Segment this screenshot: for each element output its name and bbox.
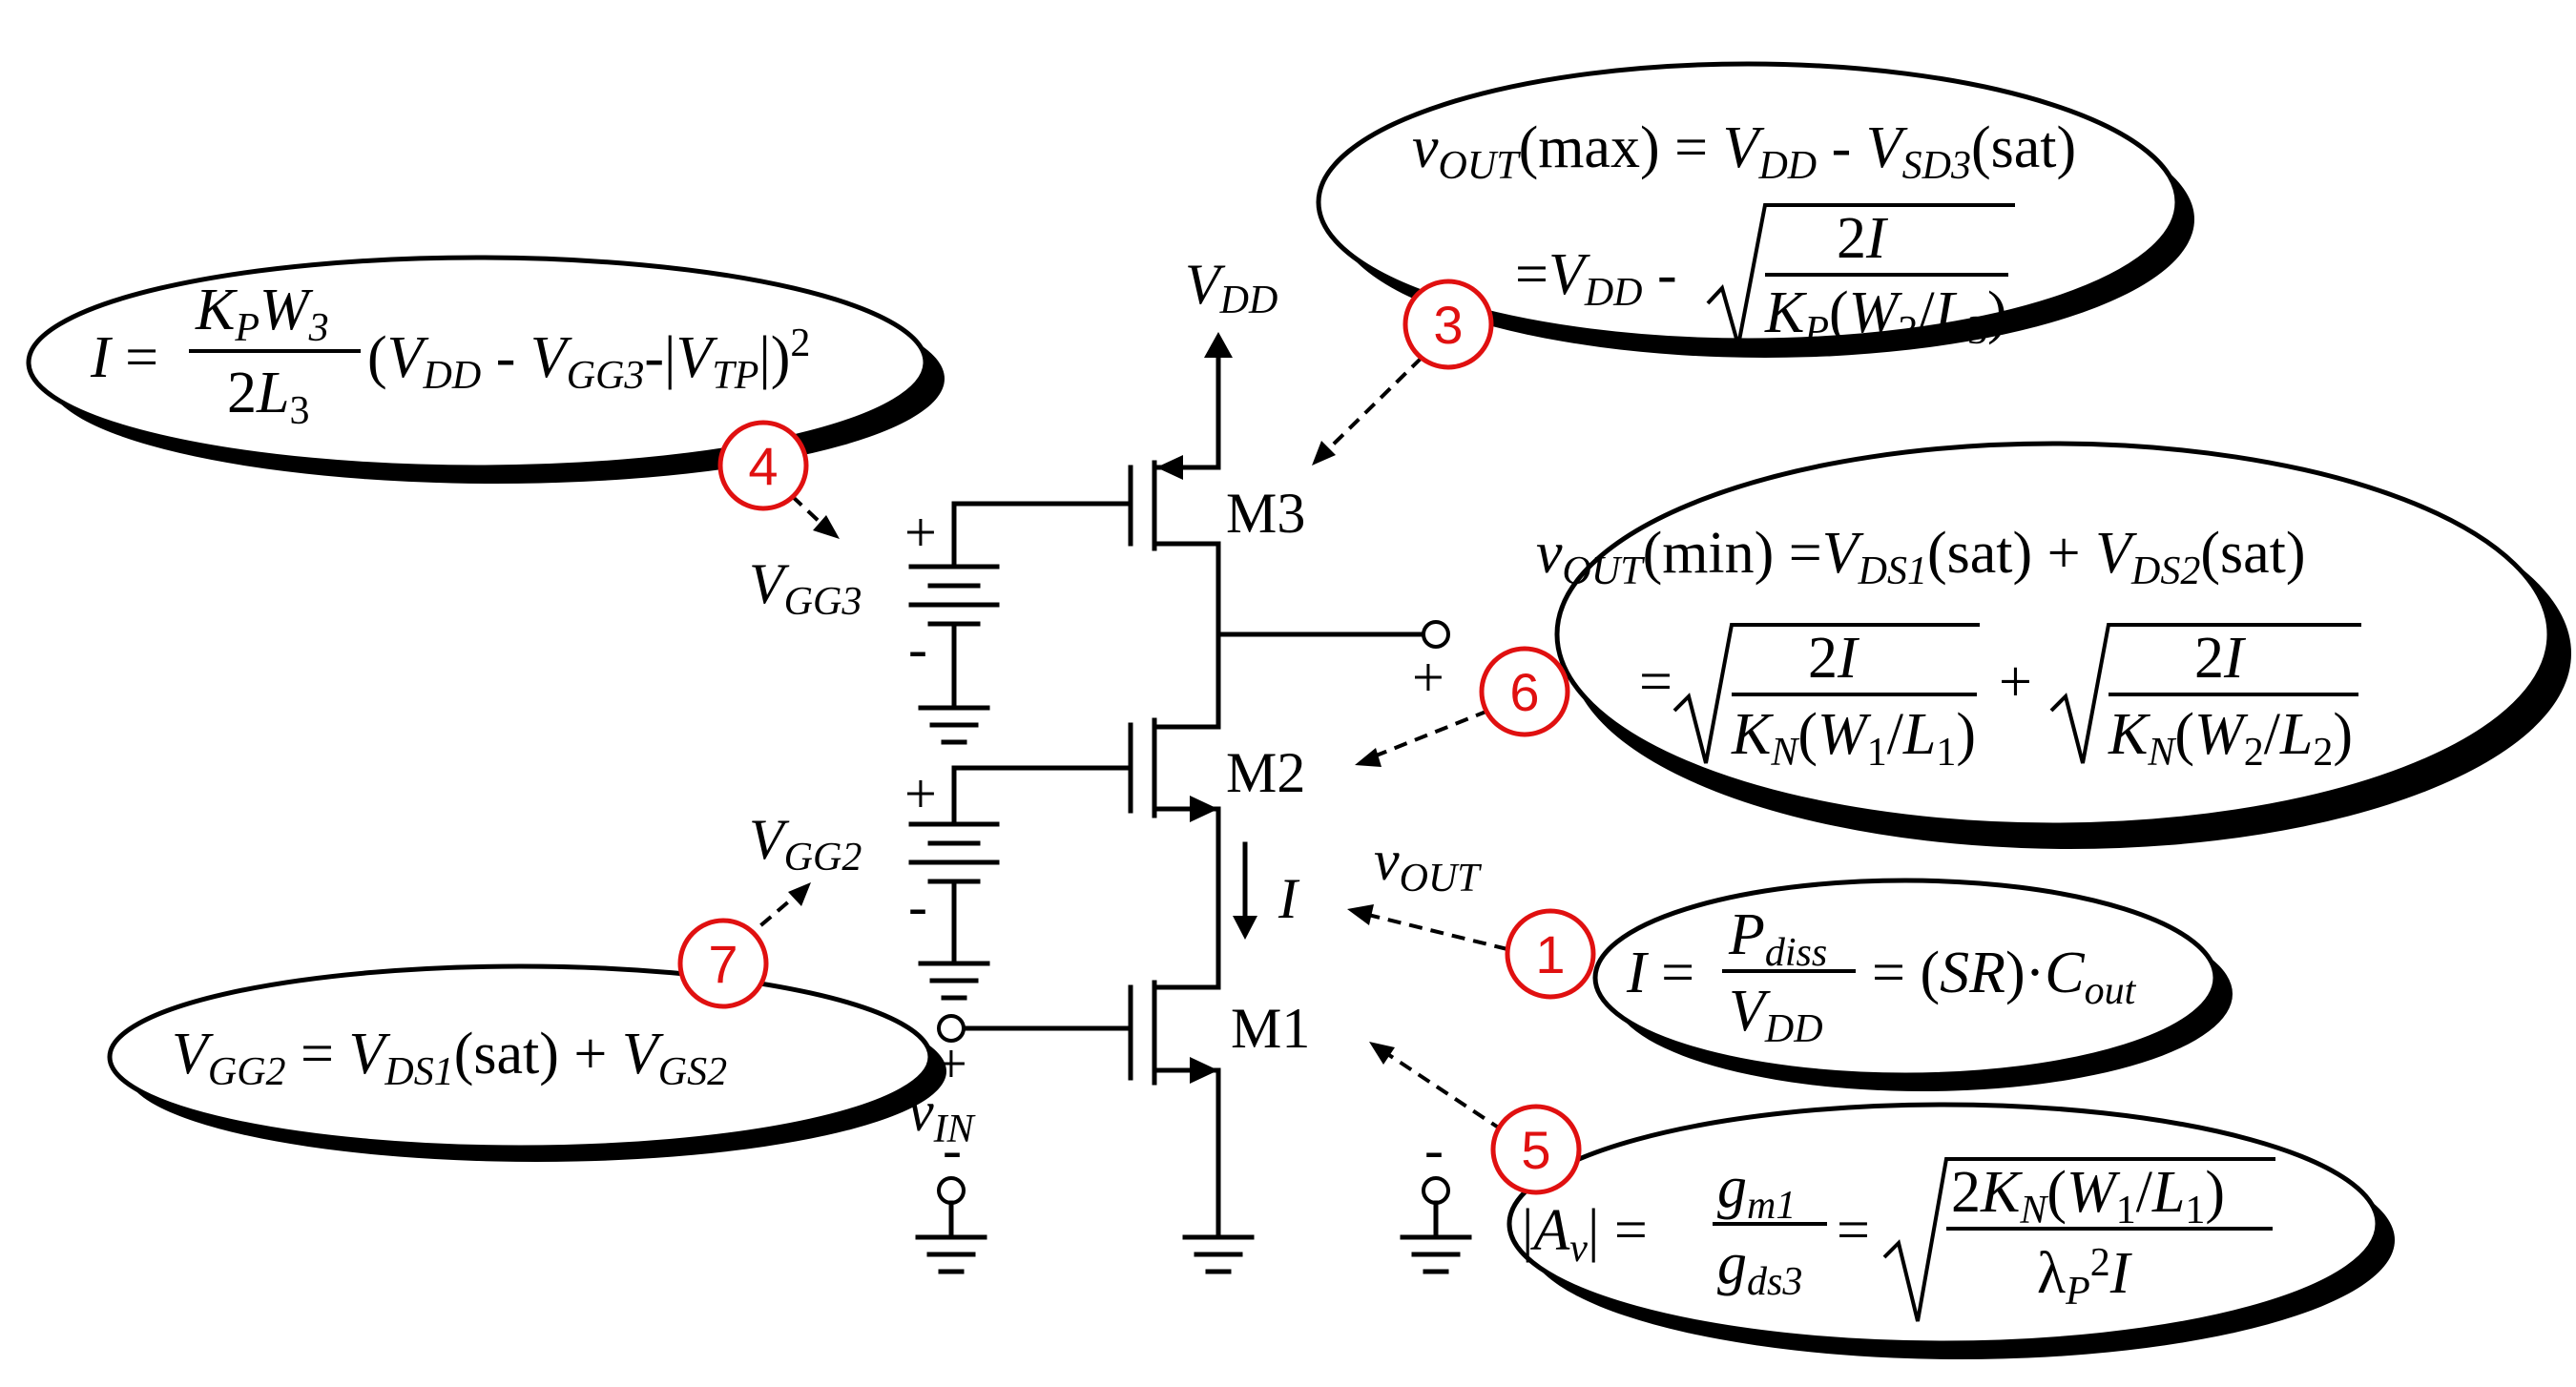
vout-plus: + (1412, 646, 1444, 709)
pointer-7-arrow-icon (788, 882, 811, 906)
transistor-m1: M1 (963, 980, 1310, 1086)
eq6-line1: vOUT(min) =VDS1(sat) + VDS2(sat) (1536, 521, 2306, 593)
svg-text:7: 7 (708, 934, 737, 994)
pointer-6 (1368, 709, 1489, 760)
svg-text:KN(W2/L2): KN(W2/L2) (2108, 702, 2353, 775)
battery-vgg3: + - (904, 501, 1000, 709)
callout-eq4: I = KPW3 2L3 (VDD - VGG3-|VTP|)2 (26, 255, 945, 484)
ground-icon (1182, 1234, 1255, 1274)
eq4-denominator: 2L3 (227, 361, 309, 433)
pointer-5 (1381, 1049, 1505, 1132)
ground-icon (1400, 1234, 1472, 1274)
current-label: I (1278, 867, 1300, 930)
badge-4: 4 (717, 420, 809, 511)
vgg2-label: VGG2 (749, 808, 862, 880)
pointer-6-arrow-icon (1355, 748, 1381, 767)
m3-source-arrow-icon (1156, 455, 1183, 480)
vin-return-terminal (937, 1176, 966, 1205)
pointer-4-arrow-icon (813, 515, 840, 539)
callout-eq7: VGG2 = VDS1(sat) + VGS2 (107, 963, 946, 1162)
vgg2-plus: + (904, 762, 937, 825)
pointer-1-arrow-icon (1347, 904, 1374, 925)
svg-text:KN(W1/L1): KN(W1/L1) (1731, 702, 1976, 775)
vgg2-minus: - (908, 875, 927, 938)
vdd-arrow-icon (1204, 332, 1233, 358)
pointer-3 (1319, 356, 1423, 458)
svg-text:gds3: gds3 (1717, 1232, 1802, 1304)
badge-1: 1 (1505, 908, 1596, 1000)
ground-icon (918, 961, 990, 1001)
callout-eq6: vOUT(min) =VDS1(sat) + VDS2(sat) = 2I KN… (1536, 441, 2571, 849)
vin-terminal (937, 1014, 966, 1043)
badge-3: 3 (1402, 279, 1494, 370)
vin-minus: - (943, 1118, 962, 1181)
svg-text:=: = (1837, 1198, 1870, 1263)
battery-vgg2: + - (904, 762, 1000, 964)
transistor-m2: M2 (951, 717, 1305, 822)
svg-text:4: 4 (748, 436, 778, 496)
pointer-5-arrow-icon (1369, 1042, 1395, 1065)
svg-text:2KN(W1/L1): 2KN(W1/L1) (1951, 1160, 2225, 1232)
svg-text:1: 1 (1535, 924, 1565, 984)
sqrt-icon (1706, 203, 2015, 346)
callout-eq1: I = Pdiss VDD = (SR)·Cout (1592, 878, 2233, 1091)
vout-terminal (1422, 620, 1450, 649)
m2-source-arrow-icon (1190, 796, 1218, 822)
vout-minus: - (1424, 1118, 1444, 1181)
svg-text:6: 6 (1509, 662, 1539, 722)
svg-text:3: 3 (1433, 295, 1463, 355)
eq6-line2: = (1639, 650, 1672, 714)
vout-return-terminal (1422, 1176, 1450, 1205)
callout-eq3: vOUT(max) = VDD - VSD3(sat) =VDD - 2I KP… (1316, 61, 2194, 358)
vdd-label: VDD (1185, 253, 1278, 322)
vout-label: vOUT (1374, 829, 1482, 901)
current-arrow-icon (1233, 916, 1257, 940)
eq4-numerator: KPW3 (195, 278, 329, 350)
svg-text:KP(W3/L3): KP(W3/L3) (1764, 280, 2007, 353)
pointer-4 (790, 494, 822, 525)
badge-5: 5 (1490, 1104, 1582, 1195)
svg-text:2I: 2I (2194, 626, 2247, 691)
ground-icon (918, 705, 990, 745)
svg-text:5: 5 (1521, 1120, 1550, 1180)
badge-7: 7 (677, 918, 769, 1009)
sqrt-icon (1882, 1157, 2275, 1322)
pointer-1 (1363, 912, 1508, 951)
circuit: VDD M3 M2 I (749, 253, 1482, 1274)
m3-label: M3 (1226, 482, 1305, 545)
pointers (742, 356, 1508, 1132)
eq7-text: VGG2 = VDS1(sat) + VGS2 (172, 1022, 727, 1094)
callout-eq5: |Av| = gm1 gds3 = 2KN(W1/L1) λP2I (1506, 1102, 2395, 1359)
svg-text:+: + (1999, 650, 2032, 714)
vgg3-label: VGG3 (749, 552, 862, 624)
svg-text:= (SR)·Cout: = (SR)·Cout (1872, 941, 2137, 1013)
m1-source-arrow-icon (1190, 1057, 1218, 1084)
sqrt-icon (2049, 623, 2361, 764)
pointer-3-arrow-icon (1312, 441, 1336, 466)
badge-6: 6 (1479, 646, 1570, 737)
svg-text:2I: 2I (1808, 626, 1860, 691)
svg-text:2I: 2I (1837, 206, 1889, 271)
sqrt-icon (1672, 623, 1980, 764)
eq3-line1: vOUT(max) = VDD - VSD3(sat) (1412, 115, 2076, 188)
eq1-text: I = (1626, 941, 1694, 1005)
ground-icon (915, 1234, 987, 1274)
m2-label: M2 (1226, 741, 1305, 804)
transistor-m3: M3 (951, 455, 1305, 551)
vgg3-minus: - (908, 617, 927, 680)
eq4-text: I = (90, 325, 158, 390)
vgg3-plus: + (904, 501, 937, 564)
m1-label: M1 (1231, 997, 1310, 1060)
